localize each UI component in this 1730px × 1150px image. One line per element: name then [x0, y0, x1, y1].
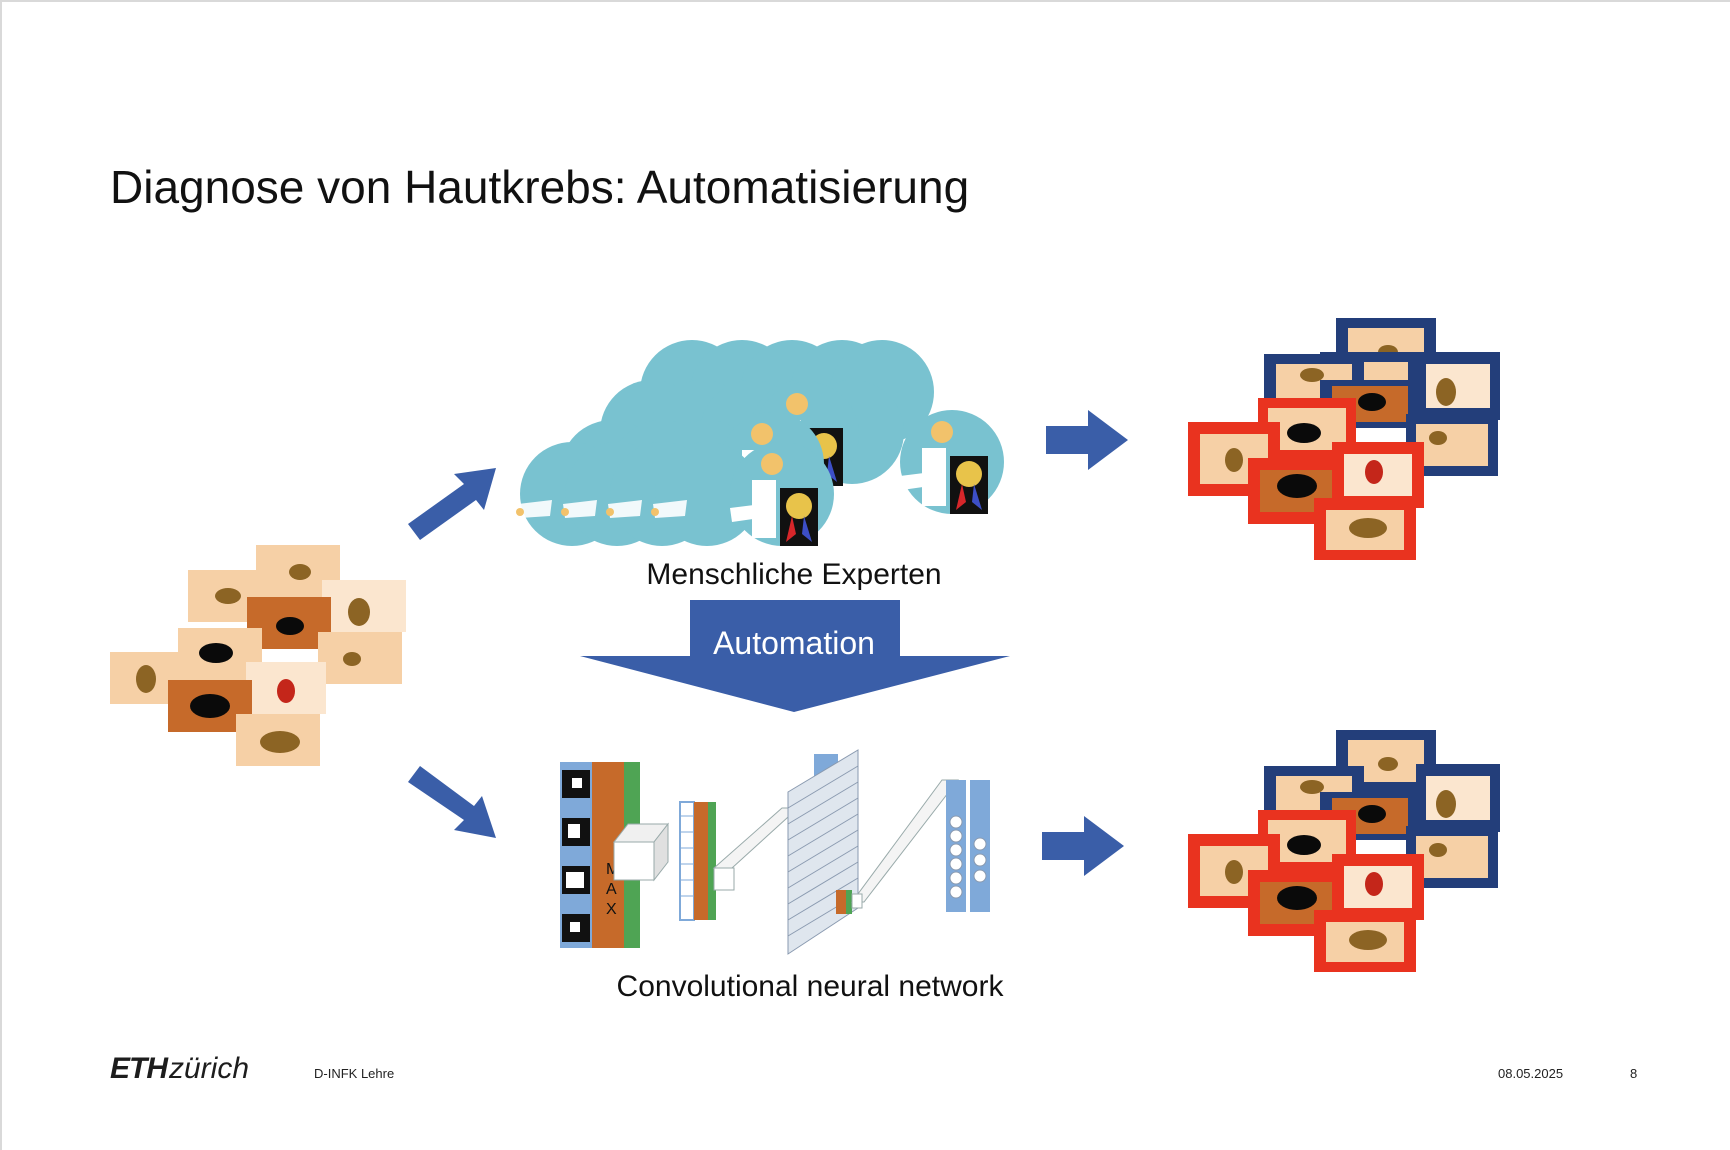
logo-zurich: zürich: [169, 1052, 250, 1085]
arrow-down-right-icon: [408, 766, 496, 838]
arrow-up-right-icon: [408, 468, 496, 540]
footer-department: D-INFK Lehre: [314, 1066, 395, 1081]
logo-eth: ETH: [110, 1052, 168, 1085]
cnn-max-letter-x: X: [606, 901, 617, 918]
cnn-diagram: M A X: [560, 749, 990, 955]
slide-title: Diagnose von Hautkrebs: Automatisierung: [110, 161, 970, 213]
eth-zurich-logo: ETHzürich: [110, 1052, 249, 1086]
classified-results-bottom: [1188, 730, 1500, 972]
cnn-max-letter-a: A: [606, 881, 617, 898]
skin-samples-cluster: [110, 545, 406, 766]
automation-label: Automation: [713, 625, 875, 661]
cnn-label: Convolutional neural network: [617, 970, 1005, 1003]
experts-cluster: [516, 340, 1004, 546]
experts-label: Menschliche Experten: [646, 558, 941, 591]
footer-date: 08.05.2025: [1498, 1066, 1564, 1081]
arrow-right-bottom-icon: [1042, 816, 1124, 876]
automation-arrow-icon: [580, 600, 1010, 712]
classified-results-top: [1188, 318, 1500, 560]
page-number: 8: [1630, 1066, 1638, 1081]
arrow-right-top-icon: [1046, 410, 1128, 470]
